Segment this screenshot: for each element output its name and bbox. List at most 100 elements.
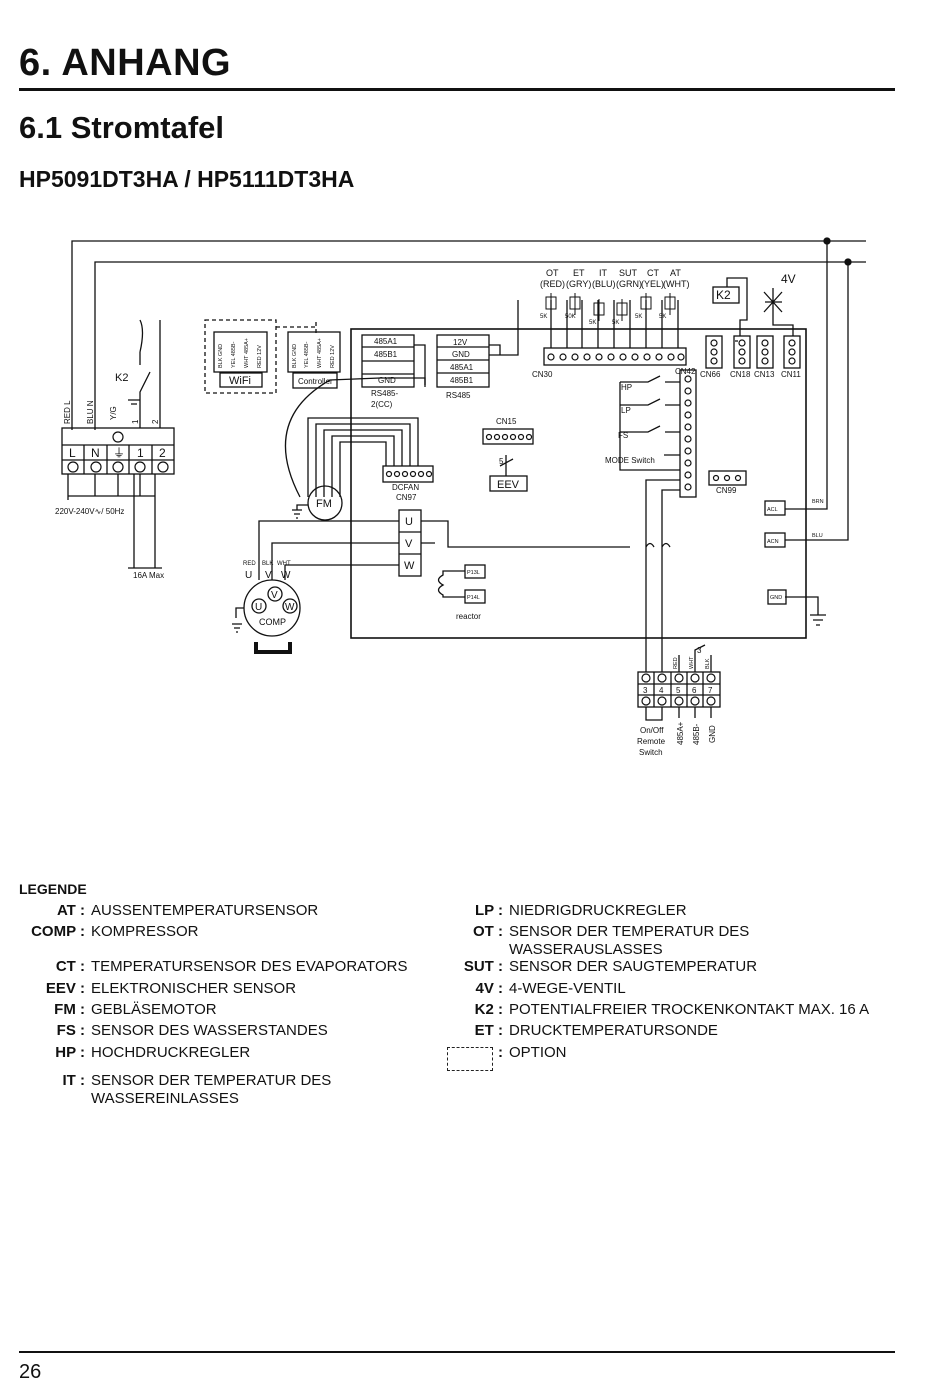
rs485-cc-label2: 2(CC) [371, 400, 393, 409]
switch-lp-label: LP [621, 406, 631, 415]
rs485-cc-pin-4: GND [378, 376, 396, 385]
junction-dot [844, 258, 852, 266]
sensor-it-color: (BLU) [592, 279, 616, 289]
reactor-label: reactor [456, 612, 481, 621]
comp-terminal-v: V [271, 590, 278, 601]
switch-hp-label: HP [621, 383, 632, 392]
wifi-connector [213, 331, 268, 373]
wifi-pin-485b: YEL 485B- [231, 341, 237, 368]
comp-terminal-w: W [285, 602, 295, 613]
thermistor-sut [616, 299, 628, 321]
rs485-pin-485b: 485B1 [450, 376, 474, 385]
eev-pin-label: 5 [499, 457, 504, 466]
comp-wire-red: RED [243, 561, 256, 567]
wire-neutral-label: BLU N [86, 400, 95, 424]
comp-phase-w: W [281, 570, 291, 581]
legend-item: AT :AUSSENTEMPERATURSENSOR [57, 902, 491, 920]
controller-pin-12v: RED 12V [330, 345, 336, 368]
legend-item: OT :SENSOR DER TEMPERATUR DES WASSERAUSL… [473, 923, 769, 959]
gnd-label: GND [770, 595, 782, 601]
rs485-pin-12v: 12V [453, 338, 468, 347]
legend-desc: TEMPERATURSENSOR DES EVAPORATORS [91, 958, 408, 975]
wifi-pin-gnd: BLK GND [218, 344, 224, 368]
wifi-pin-485a: WHT 485A+ [244, 338, 250, 368]
terminal-1-label: 1 [137, 446, 144, 460]
sensor-ot-color: (RED) [540, 279, 565, 289]
legend-item: K2 :POTENTIALFREIER TROCKENKONTAKT MAX. … [475, 1001, 909, 1019]
cn15-label: CN15 [496, 417, 517, 426]
legend-item: FS :SENSOR DES WASSERSTANDES [57, 1022, 491, 1040]
section-title: 6.1 Stromtafel [19, 110, 225, 145]
cn13-header [756, 335, 774, 369]
reactor-p13-label: P13L [467, 570, 480, 576]
cn11-label: CN11 [781, 370, 801, 379]
fan-motor [307, 485, 343, 521]
legend-item: IT :SENSOR DER TEMPERATUR DES WASSEREINL… [63, 1072, 361, 1108]
legend-desc: KOMPRESSOR [91, 923, 199, 940]
page-number: 26 [19, 1361, 42, 1383]
gnd-terminal [767, 589, 787, 605]
terminal-screws [67, 431, 169, 473]
legend-item: LP : NIEDRIGDRUCKREGLER [475, 902, 909, 920]
controller-pin-gnd: BLK GND [292, 344, 298, 368]
legend-desc: DRUCKTEMPERATURSONDE [509, 1022, 718, 1039]
remote-terminal-7: 7 [708, 686, 713, 695]
uvw-w-label: W [404, 560, 415, 572]
rs485-pin-485a: 485A1 [450, 363, 474, 372]
legend-abbr: HP : [55, 1044, 85, 1061]
bus-wire-blk: BLK [705, 658, 711, 669]
legend-abbr: FM : [54, 1001, 85, 1018]
sensor-ct-color: (YEL) [641, 279, 664, 289]
sensor-sut-color: (GRN) [616, 279, 642, 289]
legend-abbr: FS : [56, 1022, 85, 1039]
legend-desc: ELEKTRONISCHER SENSOR [91, 980, 297, 997]
legend-desc: AUSSENTEMPERATURSENSOR [91, 902, 319, 919]
wire-earth-label: Y/G [109, 406, 118, 420]
cn97-header [382, 465, 434, 483]
uvw-u-label: U [405, 516, 413, 528]
sensor-ot-value: 5K [540, 314, 547, 320]
legend-abbr: K2 : [474, 1001, 503, 1018]
thermistor-it [593, 299, 605, 321]
cn30-label: CN30 [532, 370, 553, 379]
main-pcb [350, 328, 807, 639]
legend-abbr: SUT : [463, 958, 503, 975]
remote-terminal-3: 3 [643, 686, 648, 695]
four-way-valve-label: 4V [781, 272, 796, 286]
switch-fs-label: FS [618, 431, 628, 440]
rs485-cc-pin-1: 485A1 [374, 337, 398, 346]
legend-item: ET :DRUCKTEMPERATURSONDE [475, 1022, 909, 1040]
rs485-pin-gnd: GND [452, 350, 470, 359]
legend-desc: NIEDRIGDRUCKREGLER [509, 902, 687, 919]
cn66-label: CN66 [700, 370, 721, 379]
bus-wire-red: RED [673, 657, 679, 669]
eev-block [489, 475, 528, 492]
footer-rule [19, 1351, 895, 1353]
acn-terminal [764, 532, 786, 548]
wifi-label: WiFi [229, 375, 251, 387]
cn13-label: CN13 [754, 370, 775, 379]
legend-abbr: LP : [474, 902, 503, 919]
legend-item: FM :GEBLÄSEMOTOR [54, 1001, 491, 1019]
cn15-header [482, 428, 534, 445]
remote-switch-line2: Remote [637, 737, 666, 746]
remote-switch-line1: On/Off [640, 726, 664, 735]
fuse-label: 16A Max [133, 571, 164, 580]
sensor-et-label: ET [573, 268, 585, 278]
rs485-label: RS485 [446, 391, 471, 400]
sensor-sut-value: 5K [612, 320, 619, 326]
legend-abbr: 4V : [475, 980, 503, 997]
wire-1-label: 1 [131, 419, 140, 424]
rs485-cc-pin-2: 485B1 [374, 350, 398, 359]
comp-wire-wht: WHT [277, 561, 291, 567]
sensor-at-color: (WHT) [663, 279, 690, 289]
legend-item: 4V :4-WEGE-VENTIL [475, 980, 909, 998]
comp-terminal-u: U [255, 602, 262, 613]
legend-item: CT :TEMPERATURSENSOR DES EVAPORATORS [56, 958, 491, 976]
option-symbol [447, 1047, 493, 1071]
sensor-ct-value: 5K [635, 314, 642, 320]
controller-module [292, 372, 338, 389]
rs485-block [436, 334, 490, 388]
thermistor-et [569, 293, 581, 315]
